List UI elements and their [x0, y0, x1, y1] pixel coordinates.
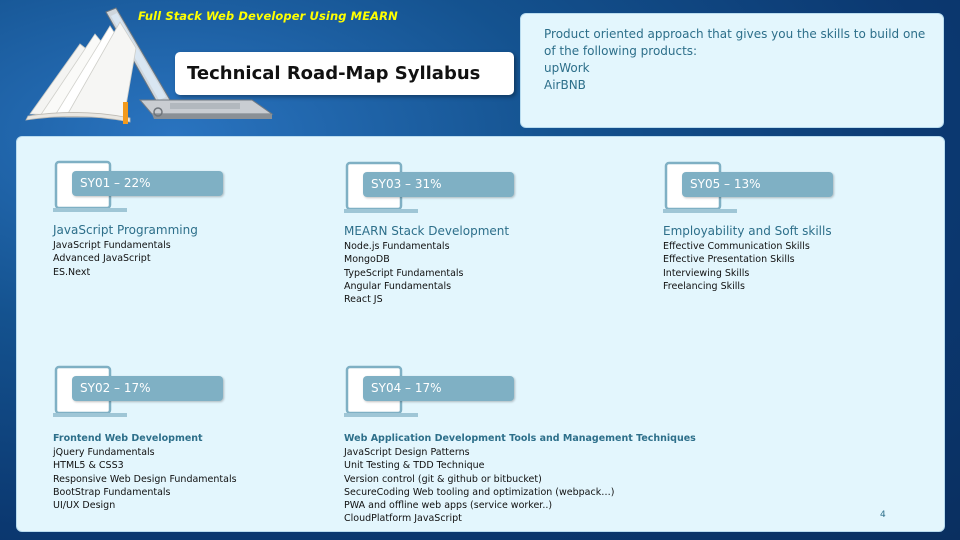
topic-item: Advanced JavaScript: [53, 253, 151, 265]
topic-item: React JS: [344, 294, 383, 306]
module-code: SY01 – 22%: [80, 176, 151, 190]
title-box: Technical Road-Map Syllabus: [175, 52, 514, 95]
module-badge: SY01 – 22%: [72, 171, 223, 196]
topic-item: JavaScript Design Patterns: [344, 447, 470, 458]
topic-item: Effective Communication Skills: [663, 241, 810, 252]
topic-item: BootStrap Fundamentals: [53, 486, 171, 498]
topic-item: HTML5 & CSS3: [53, 460, 124, 472]
intro-line: of the following products:: [544, 44, 698, 58]
topic-item: UI/UX Design: [53, 500, 116, 512]
module-code: SY05 – 13%: [690, 177, 761, 191]
laptop-book-illustration: [25, 7, 274, 124]
module-title: Employability and Soft skills: [663, 224, 832, 238]
module-code: SY04 – 17%: [371, 381, 442, 395]
module-badge: SY03 – 31%: [363, 172, 514, 197]
module-title: JavaScript Programming: [53, 223, 198, 237]
module-code: SY03 – 31%: [371, 177, 442, 191]
module-topics: Node.js Fundamentals MongoDB TypeScript …: [344, 240, 464, 306]
intro-line: Product oriented approach that gives you…: [544, 27, 926, 41]
module-code: SY02 – 17%: [80, 381, 151, 395]
topic-item: SecureCoding Web tooling and optimizatio…: [344, 486, 615, 498]
module-badge: SY05 – 13%: [682, 172, 833, 197]
course-subtitle: Full Stack Web Developer Using MEARN: [138, 9, 398, 23]
intro-product-upwork: upWork: [544, 61, 590, 75]
module-topics: jQuery Fundamentals HTML5 & CSS3 Respons…: [53, 446, 237, 512]
topic-item: Version control (git & github or bitbuck…: [344, 473, 542, 485]
intro-text: Product oriented approach that gives you…: [544, 26, 934, 94]
module-topics: JavaScript Fundamentals Advanced JavaScr…: [53, 239, 171, 279]
topic-item: Responsive Web Design Fundamentals: [53, 473, 237, 485]
module-badge: SY02 – 17%: [72, 376, 223, 401]
module-title: MEARN Stack Development: [344, 224, 510, 238]
topic-item: JavaScript Fundamentals: [53, 240, 171, 251]
topic-item: Interviewing Skills: [663, 267, 750, 279]
intro-box: Product oriented approach that gives you…: [520, 13, 944, 128]
topic-item: Unit Testing & TDD Technique: [344, 460, 485, 472]
topic-item: PWA and offline web apps (service worker…: [344, 500, 553, 512]
topic-item: Node.js Fundamentals: [344, 241, 450, 252]
module-topics: Effective Communication Skills Effective…: [663, 240, 810, 293]
module-badge: SY04 – 17%: [363, 376, 514, 401]
topic-item: TypeScript Fundamentals: [344, 267, 464, 279]
page-title: Technical Road-Map Syllabus: [187, 63, 481, 84]
module-topics: JavaScript Design Patterns Unit Testing …: [344, 446, 614, 526]
topic-item: CloudPlatform JavaScript: [344, 513, 462, 525]
intro-product-airbnb: AirBNB: [544, 78, 586, 92]
page-number: 4: [880, 510, 886, 520]
module-title: Web Application Development Tools and Ma…: [344, 433, 696, 444]
topic-item: Angular Fundamentals: [344, 280, 452, 292]
topic-item: jQuery Fundamentals: [53, 447, 155, 458]
topic-item: Effective Presentation Skills: [663, 254, 795, 266]
topic-item: MongoDB: [344, 254, 390, 266]
topic-item: ES.Next: [53, 266, 91, 278]
topic-item: Freelancing Skills: [663, 280, 745, 292]
syllabus-panel: [16, 136, 945, 532]
module-title: Frontend Web Development: [53, 433, 203, 444]
